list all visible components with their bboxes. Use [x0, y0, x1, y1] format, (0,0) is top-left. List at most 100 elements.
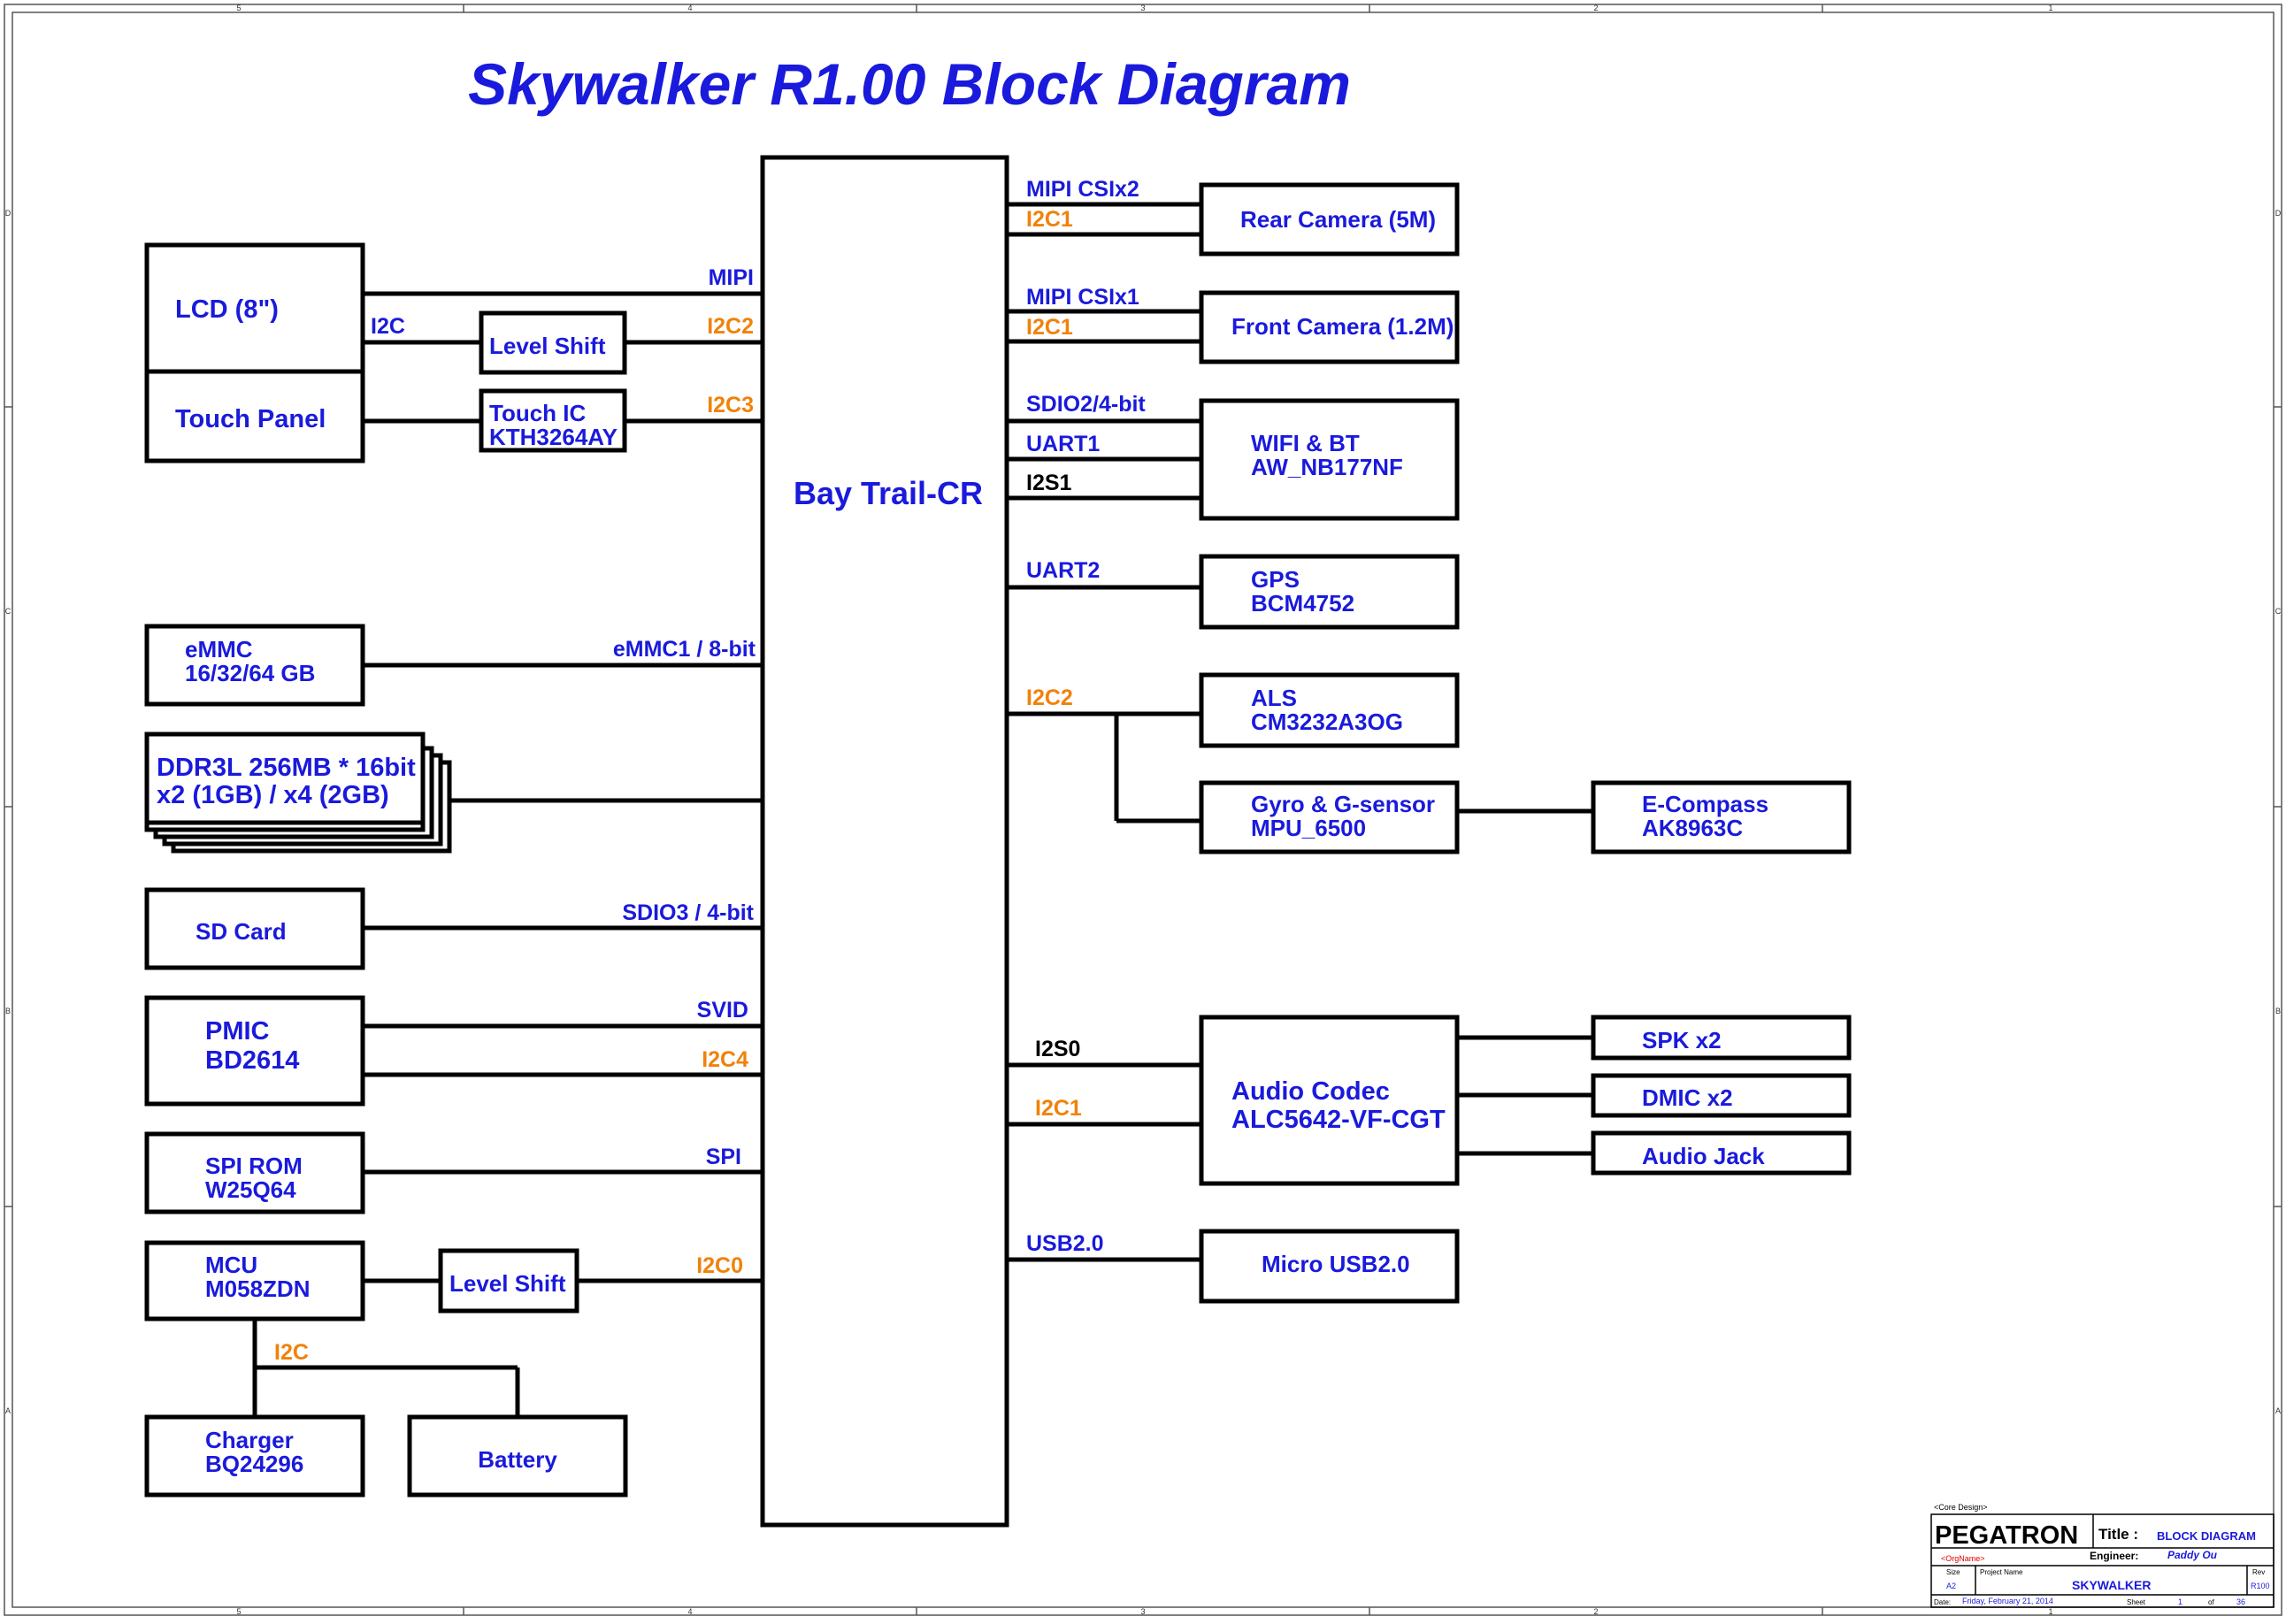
border-row-d-right: D	[2275, 209, 2282, 218]
rev-label: Rev	[2252, 1568, 2265, 1576]
micro-usb-label: Micro USB2.0	[1262, 1251, 1410, 1277]
wifi-bt-block	[1199, 398, 1460, 521]
audio-jack-block	[1591, 1130, 1852, 1176]
date-label: Date:	[1934, 1598, 1951, 1606]
bus-label-i2c2-left: I2C2	[707, 314, 754, 339]
spi-rom-part: W25Q64	[205, 1176, 296, 1203]
emmc-block	[144, 624, 365, 707]
front-camera-label: Front Camera (1.2M)	[1231, 313, 1454, 340]
title-block: <Core Design> PEGATRON Title : BLOCK DIA…	[1930, 1503, 2274, 1608]
gps-block	[1199, 554, 1460, 630]
bus-label-spi: SPI	[706, 1145, 741, 1169]
bus-label-lcd-i2c: I2C	[371, 314, 405, 339]
bus-label-mcu-i2c: I2C	[274, 1340, 309, 1365]
border-col-1-bottom: 1	[2048, 1607, 2052, 1616]
border-row-b-right: B	[2275, 1007, 2281, 1015]
bus-label-uart2: UART2	[1026, 558, 1100, 583]
bus-label-i2c1-front: I2C1	[1026, 315, 1073, 340]
ecompass-label: E-Compass	[1642, 791, 1768, 817]
bus-label-i2c1-rear: I2C1	[1026, 207, 1073, 232]
bus-label-i2c0: I2C0	[696, 1253, 743, 1278]
emmc-capacity: 16/32/64 GB	[185, 660, 315, 686]
charger-part: BQ24296	[205, 1451, 303, 1477]
bus-label-uart1: UART1	[1026, 432, 1100, 456]
pmic-label: PMIC	[205, 1017, 270, 1046]
battery-block	[407, 1414, 628, 1498]
gps-label: GPS	[1251, 566, 1300, 593]
bus-label-mipi-csi2: MIPI CSIx2	[1026, 177, 1139, 202]
border-col-1: 1	[2048, 4, 2052, 12]
level-shift-top-block	[479, 310, 627, 375]
touch-panel-label: Touch Panel	[175, 405, 326, 433]
wifi-bt-label: WIFI & BT	[1251, 430, 1360, 456]
of-label: of	[2208, 1598, 2214, 1606]
gyro-part: MPU_6500	[1251, 815, 1366, 841]
of-value: 36	[2236, 1597, 2245, 1606]
border-col-3-bottom: 3	[1140, 1607, 1145, 1616]
ddr-config: x2 (1GB) / x4 (2GB)	[157, 781, 389, 809]
pmic-part: BD2614	[205, 1046, 299, 1075]
pmic-block	[144, 995, 365, 1107]
bus-label-sdio2: SDIO2/4-bit	[1026, 392, 1146, 417]
border-col-4-bottom: 4	[687, 1607, 692, 1616]
sheet-border	[4, 4, 2282, 1616]
org-name: <OrgName>	[1941, 1554, 1985, 1563]
bus-label-svid: SVID	[697, 998, 748, 1023]
touch-panel-block	[144, 369, 365, 463]
rev-value: R100	[2251, 1582, 2270, 1590]
engineer-label: Engineer:	[2090, 1550, 2138, 1562]
ecompass-part: AK8963C	[1642, 815, 1743, 841]
blocks	[144, 155, 1852, 1528]
als-part: CM3232A3OG	[1251, 709, 1403, 735]
ecompass-block	[1591, 780, 1852, 854]
touch-ic-part: KTH3264AY	[489, 424, 618, 450]
gps-part: BCM4752	[1251, 590, 1354, 617]
gyro-label: Gyro & G-sensor	[1251, 791, 1435, 817]
border-markers: 5 4 3 2 1 5 4 3 2 1 D C B A D C B A	[5, 4, 2282, 1616]
mcu-part: M058ZDN	[205, 1275, 310, 1302]
bus-label-i2s0: I2S0	[1035, 1037, 1080, 1061]
border-row-a-right: A	[2275, 1406, 2281, 1415]
micro-usb-block	[1199, 1229, 1460, 1304]
mcu-label: MCU	[205, 1252, 257, 1278]
border-row-c-right: C	[2275, 607, 2282, 616]
bus-label-sdio3: SDIO3 / 4-bit	[622, 900, 754, 925]
bus-label-mipi-csi1: MIPI CSIx1	[1026, 285, 1139, 310]
size-value: A2	[1946, 1582, 1956, 1590]
block-labels: Bay Trail-CR LCD (8") Touch Panel Level …	[157, 206, 1768, 1477]
front-camera-block	[1199, 290, 1460, 364]
soc-block	[760, 155, 1009, 1528]
bus-label-emmc1: eMMC1 / 8-bit	[613, 637, 756, 662]
title-label: Title :	[2098, 1526, 2138, 1543]
sd-card-block	[144, 887, 365, 970]
audio-jack-label: Audio Jack	[1642, 1143, 1765, 1169]
sd-card-label: SD Card	[196, 918, 287, 945]
ddr-label: DDR3L 256MB * 16bit	[157, 754, 416, 782]
charger-label: Charger	[205, 1427, 294, 1453]
border-col-4: 4	[687, 4, 692, 12]
spk-label: SPK x2	[1642, 1027, 1722, 1053]
bus-label-i2c2-right: I2C2	[1026, 686, 1073, 710]
project-value: SKYWALKER	[2072, 1578, 2151, 1592]
bus-label-i2c1-audio: I2C1	[1035, 1096, 1082, 1121]
date-value: Friday, February 21, 2014	[1962, 1597, 2053, 1605]
border-col-2-bottom: 2	[1593, 1607, 1598, 1616]
als-block	[1199, 672, 1460, 748]
border-row-c: C	[5, 607, 12, 616]
emmc-label: eMMC	[185, 636, 253, 663]
connections	[252, 202, 1593, 1415]
size-label: Size	[1946, 1568, 1960, 1576]
audio-codec-part: ALC5642-VF-CGT	[1231, 1106, 1446, 1134]
level-shift-bottom-label: Level Shift	[449, 1270, 566, 1297]
wifi-bt-part: AW_NB177NF	[1251, 454, 1403, 480]
core-design-label: <Core Design>	[1934, 1503, 1988, 1512]
bus-label-i2s1: I2S1	[1026, 471, 1072, 495]
audio-codec-label: Audio Codec	[1231, 1077, 1390, 1106]
border-row-a: A	[5, 1406, 11, 1415]
border-col-2: 2	[1593, 4, 1598, 12]
als-label: ALS	[1251, 685, 1297, 711]
mcu-block	[144, 1240, 365, 1321]
spi-rom-label: SPI ROM	[205, 1153, 303, 1179]
